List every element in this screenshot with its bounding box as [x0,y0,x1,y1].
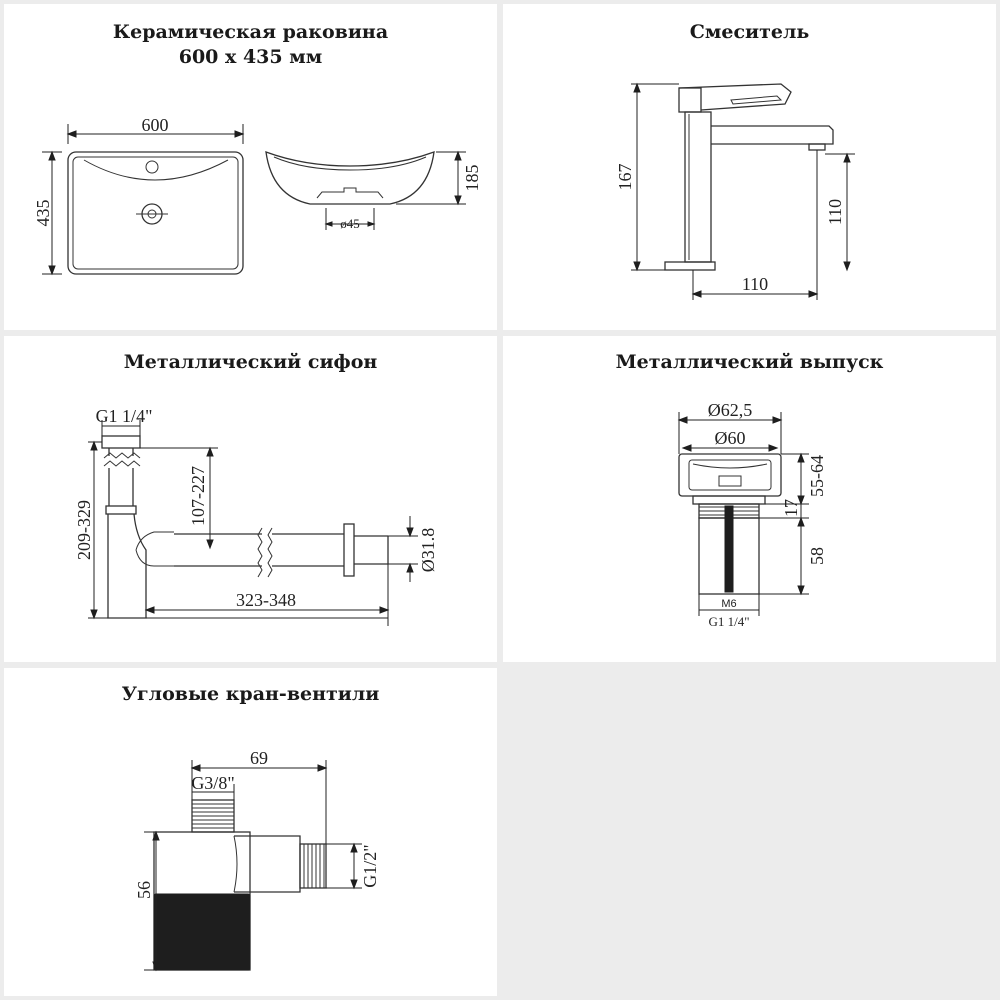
valve-outlet [234,835,301,893]
mixer-height-label: 167 [615,164,635,191]
valve-outlet-thread [299,843,327,889]
sink-drain-label: ø45 [340,216,360,231]
siphon-outlet-height-label: 107-227 [188,466,208,526]
valve-length-label: 69 [250,748,268,768]
drain-top-label: 17 [781,499,801,517]
drain-outer-label: Ø62,5 [708,400,753,420]
valve-title: Угловые кран-вентили [121,683,380,705]
siphon-height-label: 209-329 [74,500,94,560]
mixer-drawing: 167 110 110 [615,82,855,300]
mixer-base [664,261,716,271]
drain-bolt-label: M6 [721,598,736,610]
sink-width-label: 600 [142,115,169,135]
valve-height-label: 56 [134,881,154,899]
panel-sink: Керамическая раковина 600 x 435 мм 600 4… [4,4,497,330]
valve-outlet-label: G1/2" [360,844,380,887]
panel-mixer: Смеситель 167 110 110 [503,4,996,330]
drain-thread-label: G1 1/4" [708,614,749,629]
drain-inner-label: Ø60 [715,428,746,448]
valve-drawing: 69 G3/8" 56 G1/2" [134,748,380,972]
valve-handle [153,893,251,971]
sink-title: Керамическая раковина 600 x 435 мм [4,20,497,70]
panel-valve: Угловые кран-вентили 69 G3/8" 56 [4,668,497,996]
sink-height-label: 185 [462,165,482,192]
drain-bolt [724,505,734,593]
siphon-diameter-label: Ø31.8 [418,528,438,573]
sink-depth-label: 435 [33,200,53,227]
drain-range-label: 55-64 [807,455,827,497]
mixer-handle-base [678,87,702,113]
drain-drawing: Ø62,5 Ø60 55-64 17 58 M6 G1 1/4" [677,400,827,629]
sink-side-outer [265,151,435,205]
siphon-thread-label: G1 1/4" [96,406,153,426]
mixer-spout [711,125,834,145]
siphon-title: Металлический сифон [123,351,378,373]
sink-title-line2: 600 x 435 мм [178,46,323,68]
drain-title: Металлический выпуск [615,351,884,373]
siphon-flange [343,523,355,577]
valve-inlet-label: G3/8" [191,773,234,793]
sink-drawing: 600 435 ø45 185 [33,115,482,276]
siphon-bottle [107,513,147,619]
panel-siphon: Металлический сифон G1 1/4" [4,336,497,662]
sink-tap-hole [145,160,159,174]
siphon-length-label: 323-348 [236,590,296,610]
panel-empty [503,668,996,996]
siphon-cap [101,435,141,449]
mixer-handle-lever [678,83,792,111]
panel-drain: Металлический выпуск Ø62,5 Ø60 55-6 [503,336,996,662]
sink-top-inner [72,156,239,270]
sink-top-outer [67,151,244,275]
siphon-drawing: G1 1/4" 209-329 107-227 323-348 Ø31.8 [74,406,438,626]
sink-basin-curve [83,159,229,181]
mixer-title: Смеситель [689,21,810,43]
mixer-reach-label: 110 [742,274,768,294]
mixer-spout-height-label: 110 [825,199,845,225]
sink-title-line1: Керамическая раковина [112,21,389,43]
drain-body-label: 58 [807,547,827,565]
